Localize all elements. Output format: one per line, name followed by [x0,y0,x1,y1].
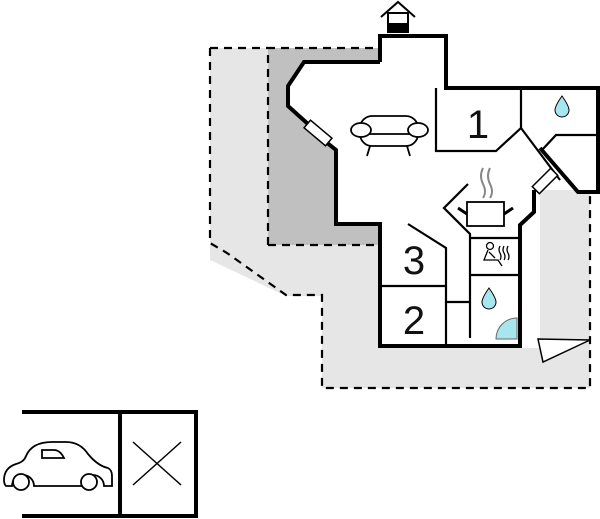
kitchen-pot-icon [457,167,514,227]
room-3-label: 3 [403,239,425,283]
entrance-icon [380,0,416,33]
garage [22,410,198,518]
compass-arrow-icon [537,338,591,364]
sauna-icon [483,241,510,267]
water-drop-icon [554,95,570,118]
water-drop-icon [481,287,497,310]
window-icon [303,119,559,195]
shower-icon [495,317,518,340]
room-2-label: 2 [403,299,425,343]
sofa-icon [350,115,429,157]
interior-walls [380,88,598,346]
covered-terrace [266,46,380,247]
car-icon [3,441,113,491]
room-1-label: 1 [467,103,489,147]
cross-icon [132,441,182,486]
